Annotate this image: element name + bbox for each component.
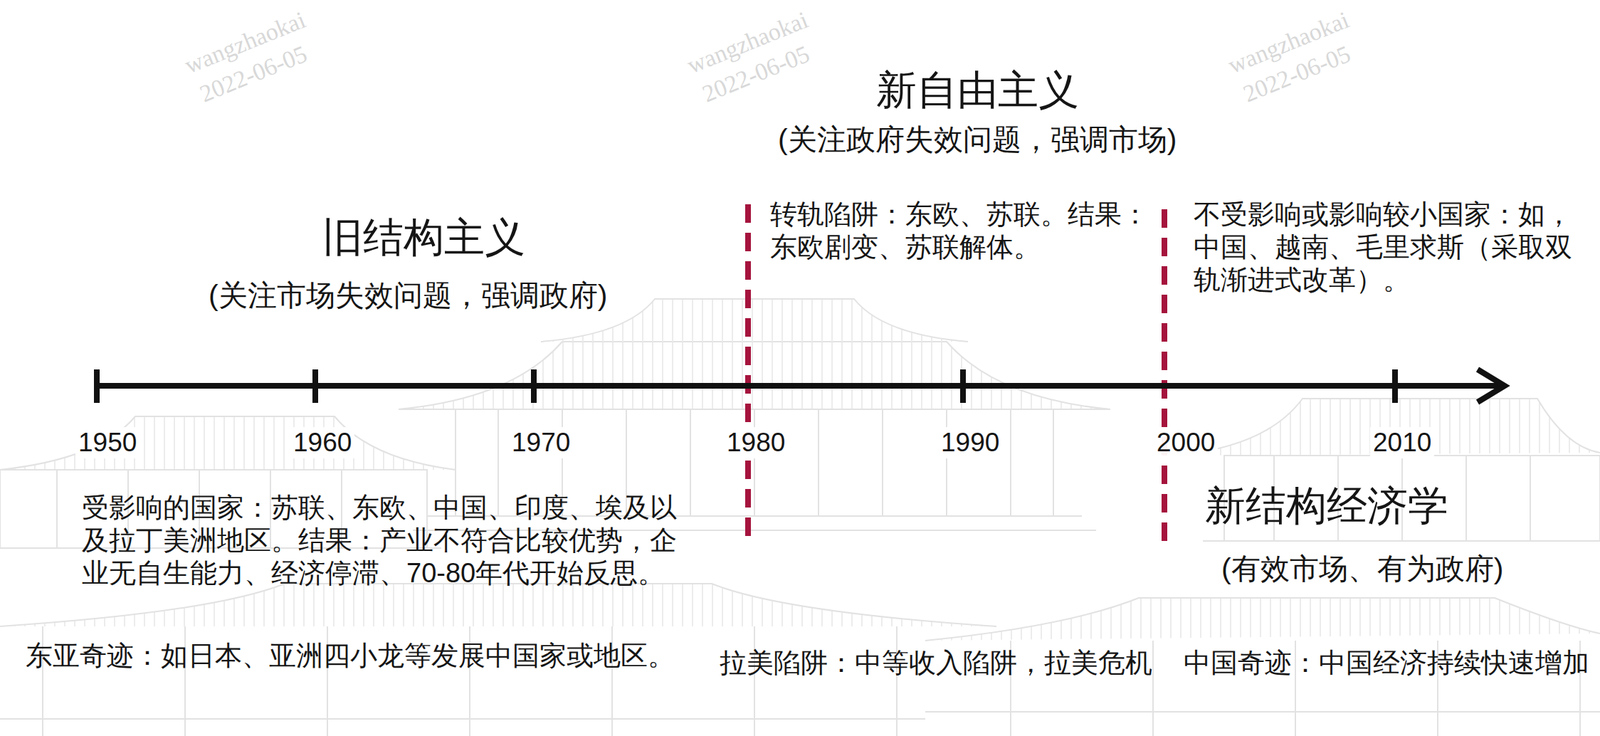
year-label: 1980	[723, 427, 788, 459]
era-heading: 新结构经济学	[1204, 481, 1449, 530]
roof-sketch	[925, 597, 1600, 641]
axis-line	[96, 382, 1504, 389]
note-text: 转轨陷阱：东欧、苏联。结果：东欧剧变、苏联解体。	[770, 197, 1160, 264]
year-label: 1970	[508, 427, 573, 459]
year-label: 2000	[1153, 427, 1218, 459]
time-axis	[96, 369, 1505, 403]
building-sketch	[0, 298, 1600, 736]
column-sketch	[0, 640, 1600, 736]
era-heading: 新自由主义	[876, 65, 1080, 114]
outcome-note: 中国奇迹：中国经济持续快速增加	[1183, 646, 1590, 680]
outcome-note: 东亚奇迹：如日本、亚洲四小龙等发展中国家或地区。	[25, 639, 675, 673]
year-label: 1960	[290, 427, 355, 459]
roof-sketch	[0, 583, 997, 627]
column-sketch	[1202, 455, 1600, 541]
year-label: 2010	[1370, 427, 1435, 459]
dashed-divider	[1161, 209, 1168, 541]
era-heading: 旧结构主义	[322, 212, 526, 262]
era-subtitle: (关注政府失效问题，强调市场)	[777, 122, 1177, 158]
roof-sketch	[398, 341, 1111, 410]
year-label: 1950	[75, 427, 140, 459]
era-subtitle: (有效市场、有为政府)	[1221, 551, 1504, 587]
note-text: 受影响的国家：苏联、东欧、中国、印度、埃及以及拉丁美洲地区。结果：产业不符合比较…	[81, 491, 688, 590]
roof-sketch	[0, 416, 456, 470]
dashed-divider	[745, 204, 751, 536]
year-label: 1990	[938, 427, 1003, 459]
axis-arrowhead	[1477, 369, 1505, 403]
note-text: 不受影响或影响较小国家：如，中国、越南、毛里求斯（采取双轨渐进式改革）。	[1193, 197, 1583, 297]
era-subtitle: (关注市场失效问题，强调政府)	[208, 278, 608, 314]
outcome-note: 拉美陷阱：中等收入陷阱，拉美危机	[719, 646, 1153, 680]
axis-ticks	[96, 369, 1396, 403]
